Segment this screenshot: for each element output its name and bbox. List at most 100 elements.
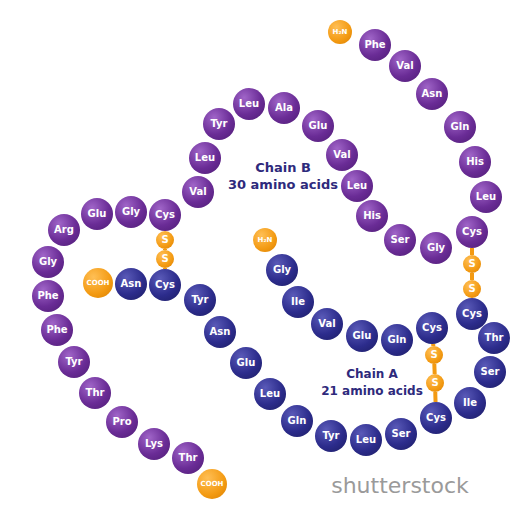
residue-name: Glu xyxy=(353,331,372,341)
amino-acid-bead: Ser xyxy=(385,418,417,450)
amino-acid-bead: Glu xyxy=(302,110,334,142)
residue-name: Leu xyxy=(476,192,496,202)
amino-acid-bead: Cys xyxy=(416,312,448,344)
amino-acid-bead: Gln xyxy=(281,405,313,437)
residue-name: Cys xyxy=(426,413,446,423)
watermark: shutterstock xyxy=(331,474,469,498)
amino-acid-bead: Gly xyxy=(420,232,452,264)
residue-name: Tyr xyxy=(322,431,339,441)
residue-name: Phe xyxy=(46,325,67,335)
amino-acid-bead: Arg xyxy=(48,214,80,246)
sulfur-symbol: S xyxy=(431,378,438,388)
terminus-label: COOH xyxy=(201,481,224,488)
amino-acid-bead: Ser xyxy=(474,356,506,388)
residue-name: Ser xyxy=(481,367,500,377)
residue-name: Cys xyxy=(155,280,175,290)
residue-name: Leu xyxy=(239,99,259,109)
residue-name: Val xyxy=(318,319,335,329)
residue-name: Leu xyxy=(260,389,280,399)
residue-name: Phe xyxy=(364,40,385,50)
residue-name: Cys xyxy=(462,227,482,237)
amino-acid-bead: Gly xyxy=(32,246,64,278)
sulfur-symbol: S xyxy=(161,254,168,264)
terminus-bead: H₂N xyxy=(253,228,277,252)
terminus-label: COOH xyxy=(87,280,110,287)
amino-acid-bead: Tyr xyxy=(315,420,347,452)
sulfur-atom: S xyxy=(463,280,481,298)
residue-name: His xyxy=(363,211,381,221)
residue-name: Ile xyxy=(291,297,305,307)
amino-acid-bead: Ile xyxy=(282,286,314,318)
amino-acid-bead: Tyr xyxy=(203,108,235,140)
disulfide-bond xyxy=(435,392,436,402)
amino-acid-bead: His xyxy=(356,200,388,232)
sulfur-symbol: S xyxy=(430,350,437,360)
residue-name: Ala xyxy=(275,103,293,113)
amino-acid-bead: Leu xyxy=(254,378,286,410)
residue-name: Leu xyxy=(356,435,376,445)
amino-acid-bead: Ala xyxy=(268,92,300,124)
sulfur-symbol: S xyxy=(468,259,475,269)
residue-name: Ser xyxy=(391,235,410,245)
residue-name: Lys xyxy=(145,439,163,449)
amino-acid-bead: Thr xyxy=(478,322,510,354)
amino-acid-bead: Val xyxy=(182,176,214,208)
amino-acid-bead: Asn xyxy=(416,78,448,110)
chain-label: Chain B xyxy=(255,161,311,175)
residue-name: Asn xyxy=(121,279,142,289)
amino-acid-bead: Lys xyxy=(138,428,170,460)
amino-acid-bead: Val xyxy=(326,139,358,171)
residue-count: 30 amino acids xyxy=(228,178,338,192)
residue-name: Leu xyxy=(195,153,215,163)
amino-acid-bead: Cys xyxy=(420,402,452,434)
residue-name: Val xyxy=(396,61,413,71)
amino-acid-bead: Leu xyxy=(233,88,265,120)
disulfide-bond xyxy=(472,248,473,255)
residue-name: Cys xyxy=(422,323,442,333)
amino-acid-bead: Glu xyxy=(81,198,113,230)
amino-acid-bead: Val xyxy=(311,308,343,340)
residue-name: Gln xyxy=(451,122,470,132)
residue-name: Val xyxy=(189,187,206,197)
amino-acid-bead: Leu xyxy=(189,142,221,174)
residue-name: Gln xyxy=(288,416,307,426)
residue-name: Gln xyxy=(388,335,407,345)
residue-name: Thr xyxy=(485,333,504,343)
amino-acid-bead: His xyxy=(459,146,491,178)
residue-name: Cys xyxy=(462,309,482,319)
residue-name: Thr xyxy=(179,453,198,463)
sulfur-symbol: S xyxy=(161,235,168,245)
residue-name: Glu xyxy=(88,209,107,219)
amino-acid-bead: Phe xyxy=(41,314,73,346)
amino-acid-bead: Phe xyxy=(32,280,64,312)
amino-acid-bead: Gly xyxy=(115,196,147,228)
disulfide-bond xyxy=(434,364,435,374)
residue-name: Thr xyxy=(86,388,105,398)
amino-acid-bead: Ile xyxy=(454,387,486,419)
residue-name: Phe xyxy=(37,291,58,301)
amino-acid-bead: Phe xyxy=(359,29,391,61)
amino-acid-bead: Glu xyxy=(346,320,378,352)
amino-acid-bead: Val xyxy=(389,50,421,82)
terminus-bead: H₂N xyxy=(328,20,352,44)
residue-name: Tyr xyxy=(65,357,82,367)
amino-acid-bead: Asn xyxy=(204,316,236,348)
residue-name: Gly xyxy=(122,207,140,217)
amino-acid-bead: Thr xyxy=(79,377,111,409)
chain-label: Chain A xyxy=(346,368,398,381)
residue-name: Glu xyxy=(309,121,328,131)
sulfur-symbol: S xyxy=(468,284,475,294)
amino-acid-bead: Tyr xyxy=(58,346,90,378)
sulfur-atom: S xyxy=(463,255,481,273)
amino-acid-bead: Asn xyxy=(115,268,147,300)
residue-name: Gly xyxy=(39,257,57,267)
terminus-label: H₂N xyxy=(258,237,273,244)
amino-acid-bead: Pro xyxy=(106,406,138,438)
amino-acid-bead: Glu xyxy=(230,347,262,379)
amino-acid-bead: Cys xyxy=(149,269,181,301)
amino-acid-bead: Gln xyxy=(444,111,476,143)
disulfide-bond xyxy=(472,273,473,280)
sulfur-atom: S xyxy=(426,374,444,392)
amino-acid-bead: Tyr xyxy=(184,284,216,316)
